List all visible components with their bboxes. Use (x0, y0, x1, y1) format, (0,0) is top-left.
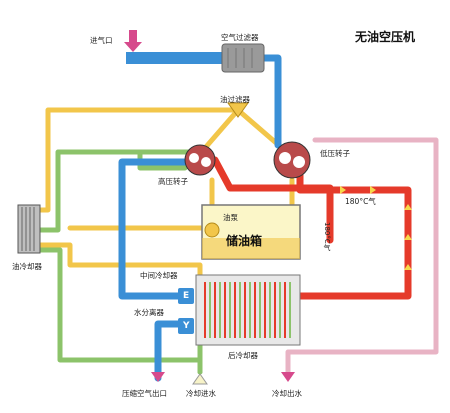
air-inlet-label: 进气口 (90, 36, 113, 45)
oil-cooler-label: 油冷却器 (12, 262, 42, 271)
badge-e-label: E (183, 291, 190, 301)
water-out-label: 冷却出水 (272, 389, 302, 398)
intercooler-label: 中间冷却器 (140, 271, 178, 280)
air-inlet-arrow-icon (124, 30, 142, 52)
cooler-block (195, 274, 301, 346)
water-out-arrow-icon (281, 372, 295, 382)
low-rotor-label: 低压转子 (320, 149, 350, 158)
flow-arrows (340, 186, 412, 270)
badge-e (178, 288, 194, 304)
oil-pump-label: 油泵 (223, 213, 238, 222)
air-filter (126, 43, 265, 73)
badge-y (178, 318, 194, 334)
air-outlet-arrow-icon (151, 372, 165, 382)
badge-y-label: Y (183, 321, 190, 331)
temp-vertical-label: 180°C气 (323, 222, 331, 251)
oil-filter-label: 油过滤器 (220, 95, 250, 104)
water-separator-label: 水分离器 (134, 308, 164, 317)
air-line-hot (211, 156, 412, 300)
aftercooler-label: 后冷却器 (228, 351, 258, 360)
high-pressure-rotor (184, 144, 216, 176)
oil-tank-label: 储油箱 (226, 234, 263, 248)
oil-tank (201, 204, 301, 260)
low-pressure-rotor (273, 141, 311, 179)
cooling-water-line-pink (285, 137, 439, 375)
oil-filter (227, 102, 249, 118)
water-in-label: 冷却进水 (186, 389, 216, 398)
air-outlet-label: 压缩空气出口 (122, 389, 167, 398)
cooling-water-line-green (37, 149, 203, 375)
water-in-arrow-icon (192, 373, 208, 385)
temp-label: 180°C气 (345, 197, 376, 206)
air-filter-label: 空气过滤器 (221, 33, 259, 42)
high-rotor-label: 高压转子 (158, 177, 188, 186)
oil-cooler (17, 204, 41, 254)
page-title: 无油空压机 (355, 30, 416, 44)
oil-line-yellow (37, 107, 295, 278)
